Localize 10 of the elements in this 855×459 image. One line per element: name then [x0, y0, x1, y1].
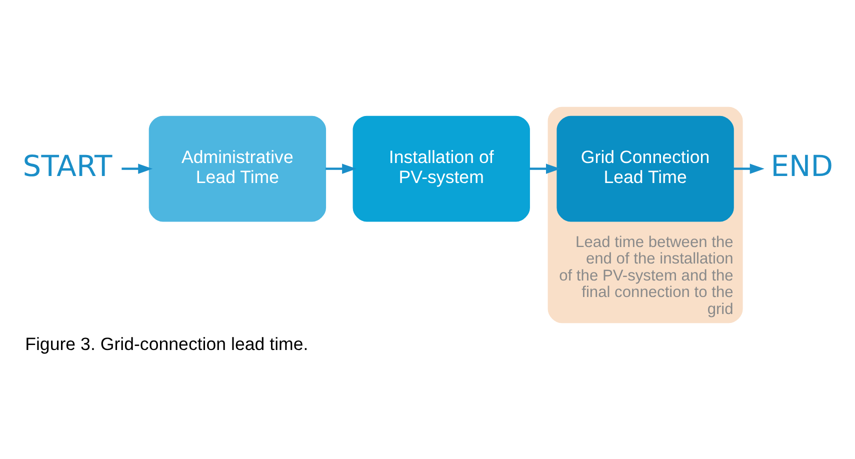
node-text: START — [22, 148, 112, 183]
arrow — [528, 164, 560, 174]
arrow — [325, 164, 356, 174]
caption: Figure 3. Grid-connection lead time. — [24, 334, 308, 354]
node-box: Grid Connection Lead Time — [556, 116, 734, 222]
arrow — [733, 164, 764, 174]
node-box: Administrative Lead Time — [148, 116, 326, 222]
node-text: END — [770, 148, 833, 183]
node-box: Installation of PV-system — [352, 116, 530, 222]
arrow — [121, 164, 152, 174]
